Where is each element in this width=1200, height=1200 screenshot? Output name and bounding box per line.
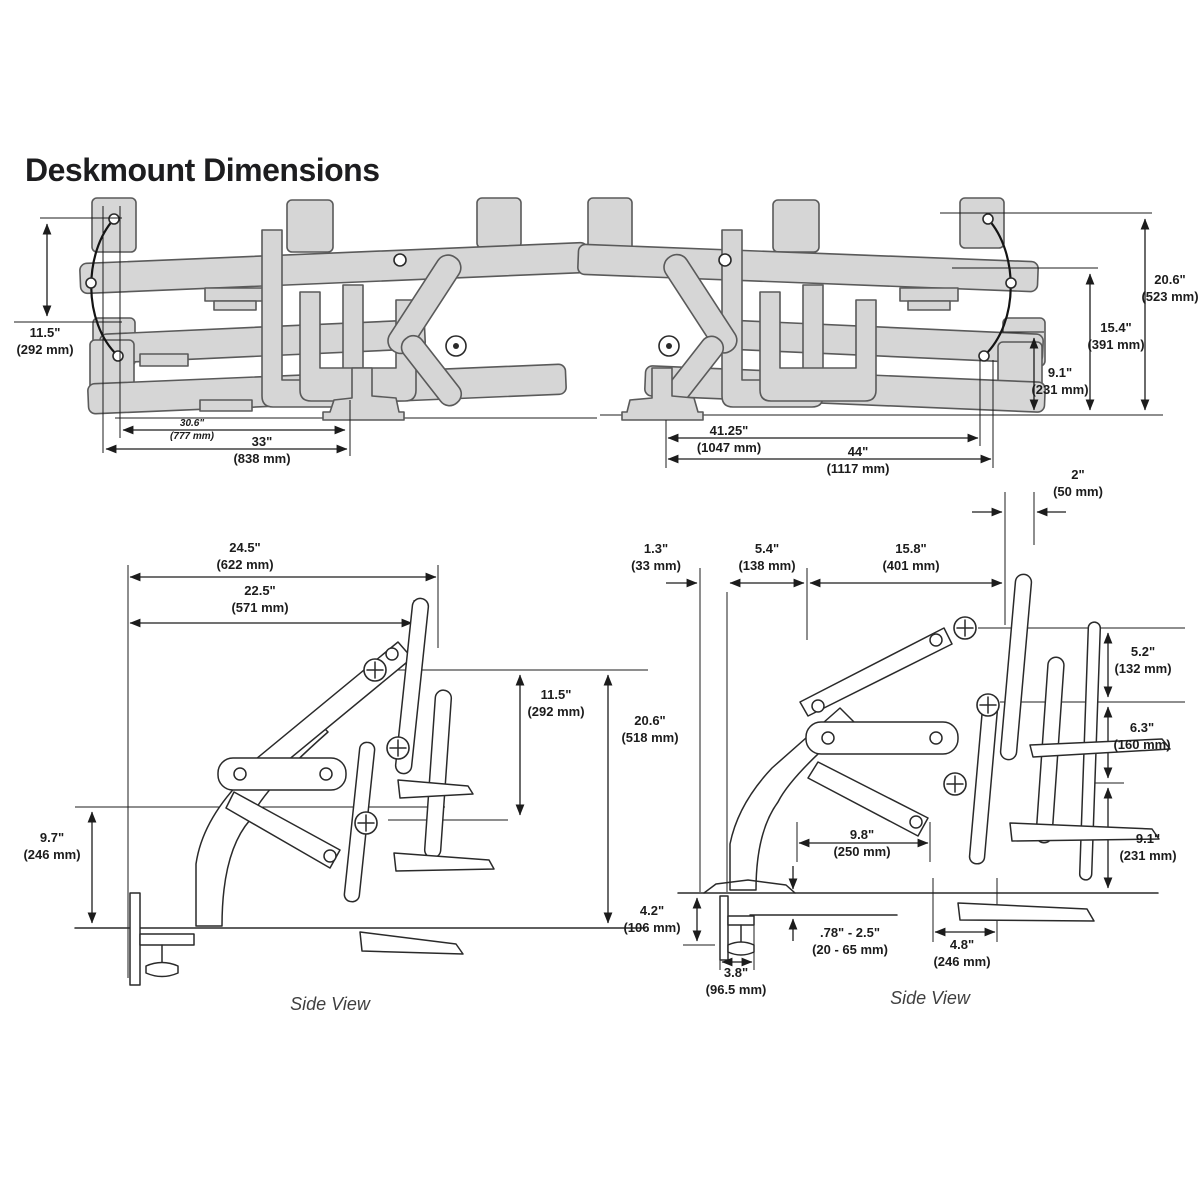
desk-clamp-icon (719, 895, 755, 970)
dim-side-right-offset-mid: 5.4" (138 mm) (738, 541, 796, 573)
dim-side-right-desk-thickness: .78" - 2.5" (20 - 65 mm) (812, 925, 888, 957)
dim-side-right-arm-depth: 9.8" (250 mm) (833, 827, 891, 859)
pivot-screw-icon (354, 658, 410, 835)
dim-front-right-height-max: 20.6" (523 mm) (1141, 272, 1199, 304)
pivot-screw-icon (943, 616, 1000, 796)
dim-side-left-depth-inner: 22.5" (571 mm) (231, 583, 289, 615)
dim-side-left-depth-outer: 24.5" (622 mm) (216, 540, 274, 572)
dim-side-left-lift-range: 11.5" (292 mm) (527, 687, 585, 719)
dim-front-left-reach-inner: 30.6" (777 mm) (170, 418, 214, 442)
dim-side-right-foot-depth: 4.8" (246 mm) (933, 937, 991, 969)
desk-clamp-icon (129, 892, 195, 986)
dim-side-right-low-height: 9.1" (231 mm) (1119, 831, 1177, 863)
dim-side-right-mid-drop: 6.3" (160 mm) (1113, 720, 1171, 752)
dim-side-right-offset-back: 1.3" (33 mm) (631, 541, 681, 573)
dim-front-right-reach-outer: 44" (1117 mm) (826, 444, 890, 476)
dim-front-right-height-low: 9.1" (231 mm) (1031, 365, 1089, 397)
dim-side-left-height-total: 20.6" (518 mm) (621, 713, 679, 745)
dim-side-right-clamp-width: 3.8" (96.5 mm) (705, 965, 767, 997)
dim-front-left-height-min: 11.5" (292 mm) (16, 325, 74, 357)
dim-side-right-monitor-gap: 2" (50 mm) (1053, 467, 1103, 499)
dim-side-right-offset-front: 15.8" (401 mm) (882, 541, 940, 573)
page-title: Deskmount Dimensions (25, 152, 380, 188)
dim-side-left-height-low: 9.7" (246 mm) (23, 830, 81, 862)
side-view-label-right: Side View (890, 988, 970, 1008)
side-view-left-art (74, 565, 648, 986)
front-view-44-arm (577, 197, 1163, 468)
side-view-label-left: Side View (290, 994, 370, 1014)
dim-front-right-reach-inner: 41.25" (1047 mm) (696, 423, 762, 455)
front-view-33-arm (14, 197, 597, 456)
dim-side-right-clamp-height: 4.2" (106 mm) (623, 903, 681, 935)
dim-side-right-top-drop: 5.2" (132 mm) (1114, 644, 1172, 676)
dim-front-right-height-mid: 15.4" (391 mm) (1087, 320, 1145, 352)
side-view-right-art (666, 492, 1185, 970)
dim-front-left-reach-outer: 33" (838 mm) (233, 434, 291, 466)
